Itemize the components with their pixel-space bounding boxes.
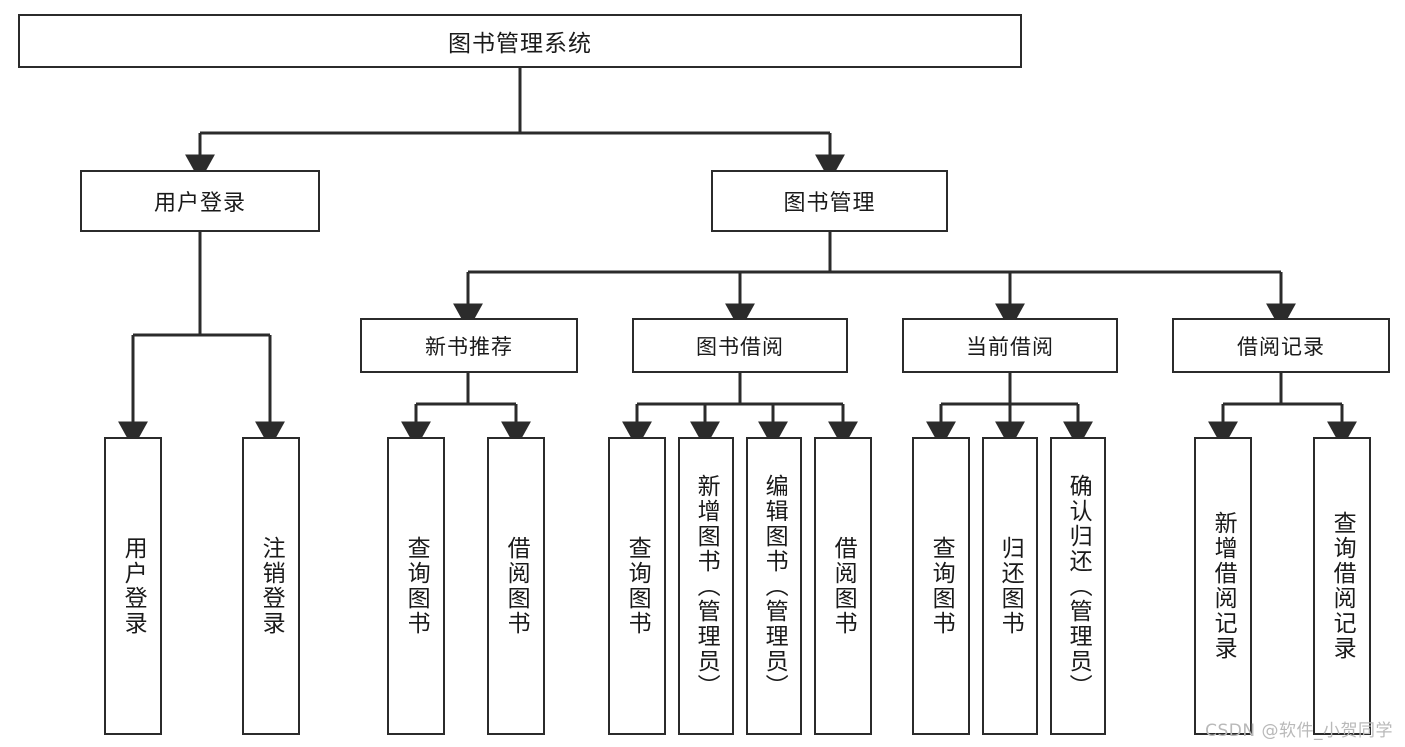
node-borrow-record[interactable]: 借阅记录 [1172, 318, 1390, 373]
leaf-label: 编辑图书（管理员） [761, 473, 788, 699]
leaf-label: 新增借阅记录 [1210, 511, 1237, 661]
node-new-book-recommend-label: 新书推荐 [425, 334, 513, 359]
leaf-label: 注销登录 [258, 536, 285, 636]
leaf-label: 新增图书（管理员） [693, 473, 720, 699]
leaf-current-borrow-confirm[interactable]: 确认归还（管理员） [1050, 437, 1106, 735]
leaf-label: 借阅图书 [830, 536, 857, 636]
leaf-borrow-record-add[interactable]: 新增借阅记录 [1194, 437, 1252, 735]
node-current-borrow[interactable]: 当前借阅 [902, 318, 1118, 373]
node-book-management[interactable]: 图书管理 [711, 170, 948, 232]
node-user-login[interactable]: 用户登录 [80, 170, 320, 232]
leaf-user-login-login[interactable]: 用户登录 [104, 437, 162, 735]
node-root-label: 图书管理系统 [448, 31, 592, 57]
leaf-label: 查询图书 [403, 536, 430, 636]
node-root-system[interactable]: 图书管理系统 [18, 14, 1022, 68]
leaf-label: 查询借阅记录 [1329, 511, 1356, 661]
node-book-borrow-label: 图书借阅 [696, 334, 784, 359]
leaf-label: 查询图书 [928, 536, 955, 636]
leaf-book-borrow-add[interactable]: 新增图书（管理员） [678, 437, 734, 735]
node-current-borrow-label: 当前借阅 [966, 334, 1054, 359]
leaf-label: 归还图书 [997, 536, 1024, 636]
node-book-borrow[interactable]: 图书借阅 [632, 318, 848, 373]
leaf-label: 查询图书 [624, 536, 651, 636]
leaf-current-borrow-return[interactable]: 归还图书 [982, 437, 1038, 735]
node-book-management-label: 图书管理 [783, 191, 876, 216]
leaf-book-borrow-edit[interactable]: 编辑图书（管理员） [746, 437, 802, 735]
node-borrow-record-label: 借阅记录 [1237, 334, 1325, 359]
leaf-label: 借阅图书 [503, 536, 530, 636]
leaf-borrow-record-query[interactable]: 查询借阅记录 [1313, 437, 1371, 735]
leaf-user-login-logout[interactable]: 注销登录 [242, 437, 300, 735]
node-new-book-recommend[interactable]: 新书推荐 [360, 318, 578, 373]
leaf-book-borrow-borrow[interactable]: 借阅图书 [814, 437, 872, 735]
leaf-new-book-borrow[interactable]: 借阅图书 [487, 437, 545, 735]
leaf-current-borrow-query[interactable]: 查询图书 [912, 437, 970, 735]
node-user-login-label: 用户登录 [153, 191, 246, 216]
leaf-label: 用户登录 [120, 536, 147, 636]
leaf-book-borrow-query[interactable]: 查询图书 [608, 437, 666, 735]
leaf-label: 确认归还（管理员） [1065, 473, 1092, 699]
leaf-new-book-query[interactable]: 查询图书 [387, 437, 445, 735]
